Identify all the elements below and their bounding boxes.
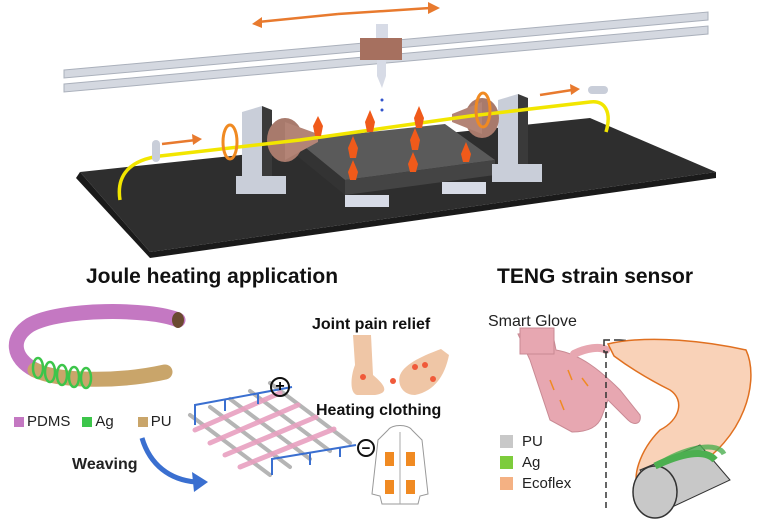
motion-arrows	[161, 2, 580, 146]
joint-pain-label: Joint pain relief	[312, 316, 431, 333]
legend-item-ecoflex: Ecoflex	[500, 475, 571, 492]
legend-item-ag: Ag	[82, 413, 114, 430]
smart-glove-label: Smart Glove	[488, 313, 577, 330]
glove-sensor-illustration	[490, 320, 768, 520]
legend-item-ag: Ag	[500, 454, 571, 471]
legend-item-pu: PU	[500, 433, 571, 450]
legend-item-pdms: PDMS	[14, 413, 70, 430]
negative-terminal-icon: −	[357, 439, 375, 457]
teng-legend: PU Ag Ecoflex	[500, 433, 571, 492]
left-stand	[236, 106, 318, 194]
fiber-ring-illustration	[0, 300, 190, 410]
roller-left	[152, 140, 160, 162]
rotation-arrow-left	[221, 123, 239, 161]
joint-illustration	[345, 335, 455, 405]
rotation-arrow-right	[474, 91, 492, 129]
section-title-joule: Joule heating application	[86, 265, 339, 288]
heating-plate	[296, 124, 495, 207]
jacket-illustration	[370, 424, 430, 509]
fiber	[117, 100, 610, 201]
weaving-arrow	[130, 430, 210, 500]
heat-flames	[313, 106, 471, 180]
heating-clothing-label: Heating clothing	[316, 402, 442, 419]
weaving-label: Weaving	[72, 456, 138, 473]
apparatus-illustration	[0, 0, 768, 260]
roller-right	[588, 86, 608, 94]
positive-terminal-icon: +	[270, 377, 290, 397]
section-title-teng: TENG strain sensor	[497, 265, 694, 288]
woven-textile	[180, 375, 370, 485]
sensor-cylinder	[632, 444, 731, 519]
print-head	[360, 24, 402, 112]
joule-legend: PDMS Ag PU	[14, 413, 172, 430]
legend-item-pu: PU	[137, 413, 172, 430]
